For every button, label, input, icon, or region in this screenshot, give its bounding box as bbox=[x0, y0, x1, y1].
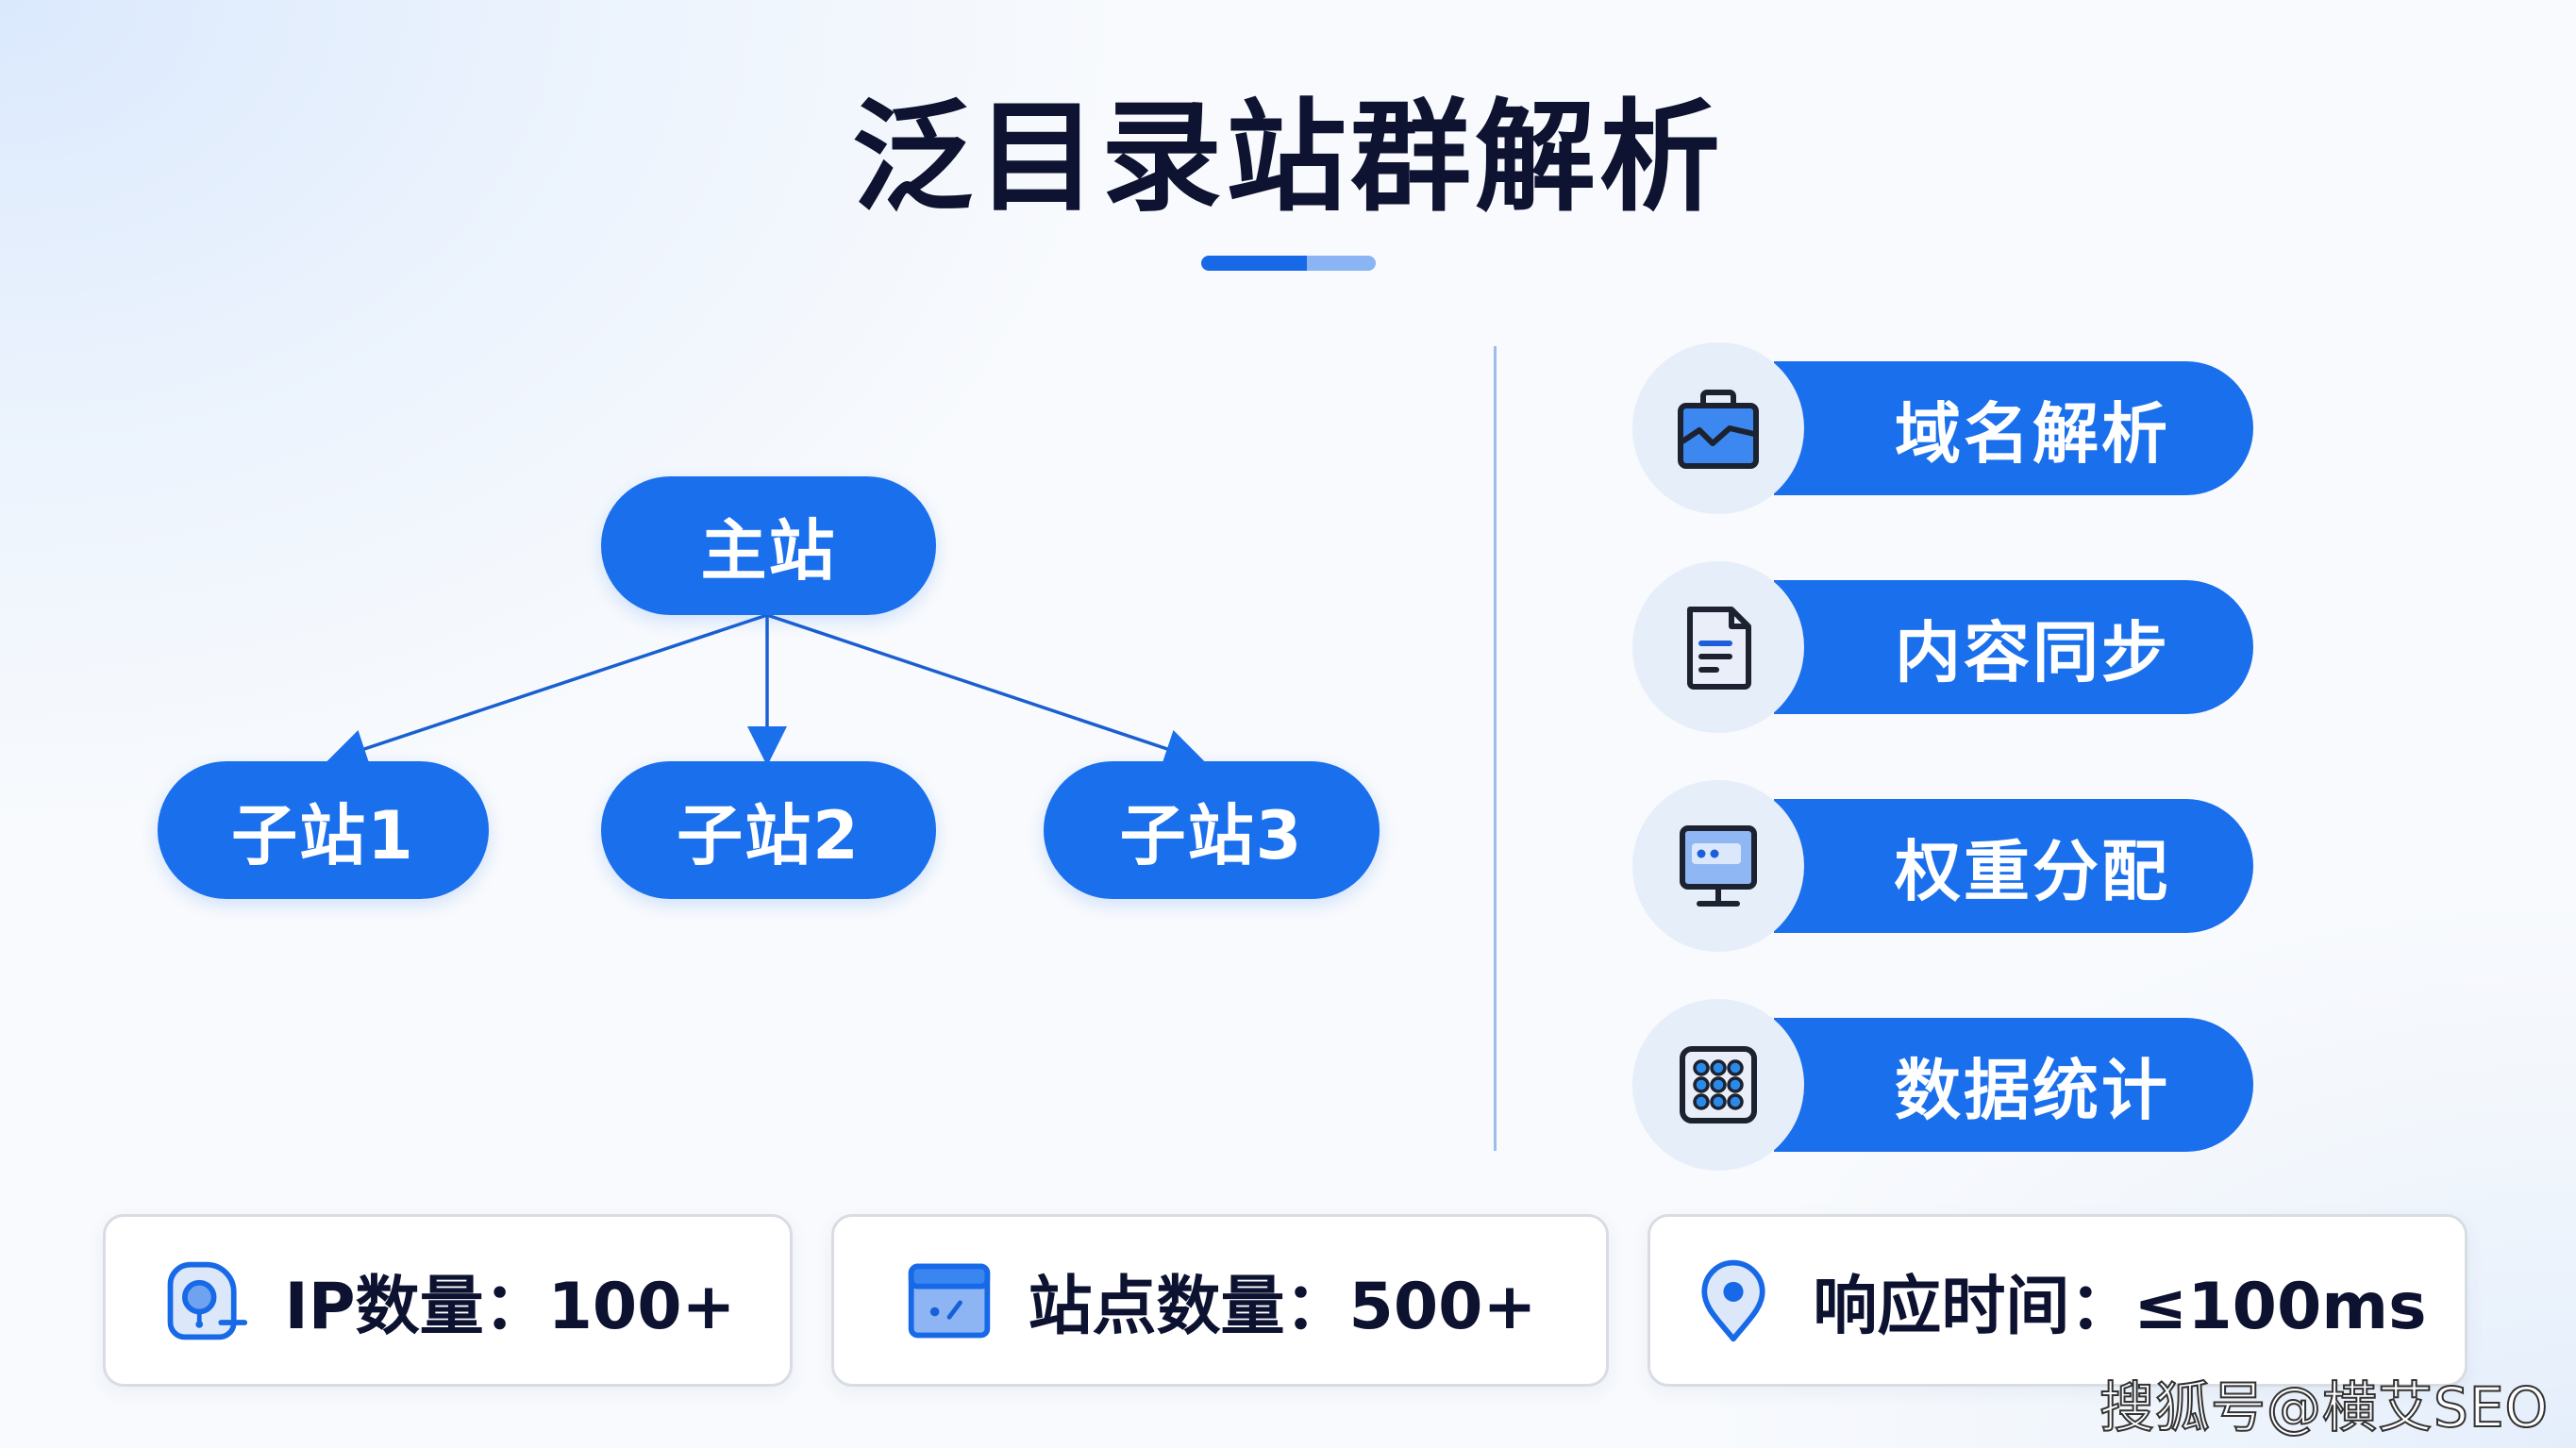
feature-icon-circle bbox=[1632, 342, 1804, 514]
map-pin-icon bbox=[1688, 1256, 1779, 1346]
stat-label: 响应时间：≤100ms bbox=[1813, 1270, 2427, 1344]
feature-data-statistics: 数据统计 bbox=[1632, 999, 2255, 1171]
briefcase-chart-icon bbox=[1678, 390, 1759, 469]
title-accent-fill bbox=[1201, 256, 1307, 271]
monitor-icon bbox=[1680, 825, 1757, 907]
feature-content-sync: 内容同步 bbox=[1632, 561, 2255, 733]
feature-icon-circle bbox=[1632, 780, 1804, 952]
feature-label: 域名解析 bbox=[1774, 361, 2253, 495]
stat-card-response-time: 响应时间：≤100ms bbox=[1648, 1214, 2467, 1387]
feature-label: 数据统计 bbox=[1774, 1018, 2253, 1152]
node-main-site: 主站 bbox=[601, 476, 936, 615]
stat-label: 站点数量：500+ bbox=[1028, 1270, 1537, 1344]
dot-grid-icon bbox=[1680, 1046, 1757, 1123]
node-subsite-1: 子站1 bbox=[158, 761, 489, 899]
feature-icon-circle bbox=[1632, 999, 1804, 1171]
page-title: 泛目录站群解析 bbox=[851, 88, 1724, 228]
browser-window-icon bbox=[904, 1256, 995, 1346]
node-subsite-2: 子站2 bbox=[601, 761, 936, 899]
ip-location-icon bbox=[159, 1256, 250, 1346]
feature-label: 权重分配 bbox=[1774, 799, 2253, 933]
vertical-divider bbox=[1494, 346, 1497, 1151]
watermark: 搜狐号@横艾SEO bbox=[2099, 1374, 2550, 1440]
stat-label: IP数量：100+ bbox=[284, 1270, 736, 1344]
document-icon bbox=[1687, 607, 1751, 690]
title-accent-bar bbox=[1201, 256, 1376, 271]
node-subsite-3: 子站3 bbox=[1044, 761, 1380, 899]
feature-label: 内容同步 bbox=[1774, 580, 2253, 714]
feature-icon-circle bbox=[1632, 561, 1804, 733]
stat-card-ip-count: IP数量：100+ bbox=[103, 1214, 793, 1387]
feature-domain-resolution: 域名解析 bbox=[1632, 342, 2255, 514]
feature-weight-distribution: 权重分配 bbox=[1632, 780, 2255, 952]
stat-card-site-count: 站点数量：500+ bbox=[831, 1214, 1609, 1387]
